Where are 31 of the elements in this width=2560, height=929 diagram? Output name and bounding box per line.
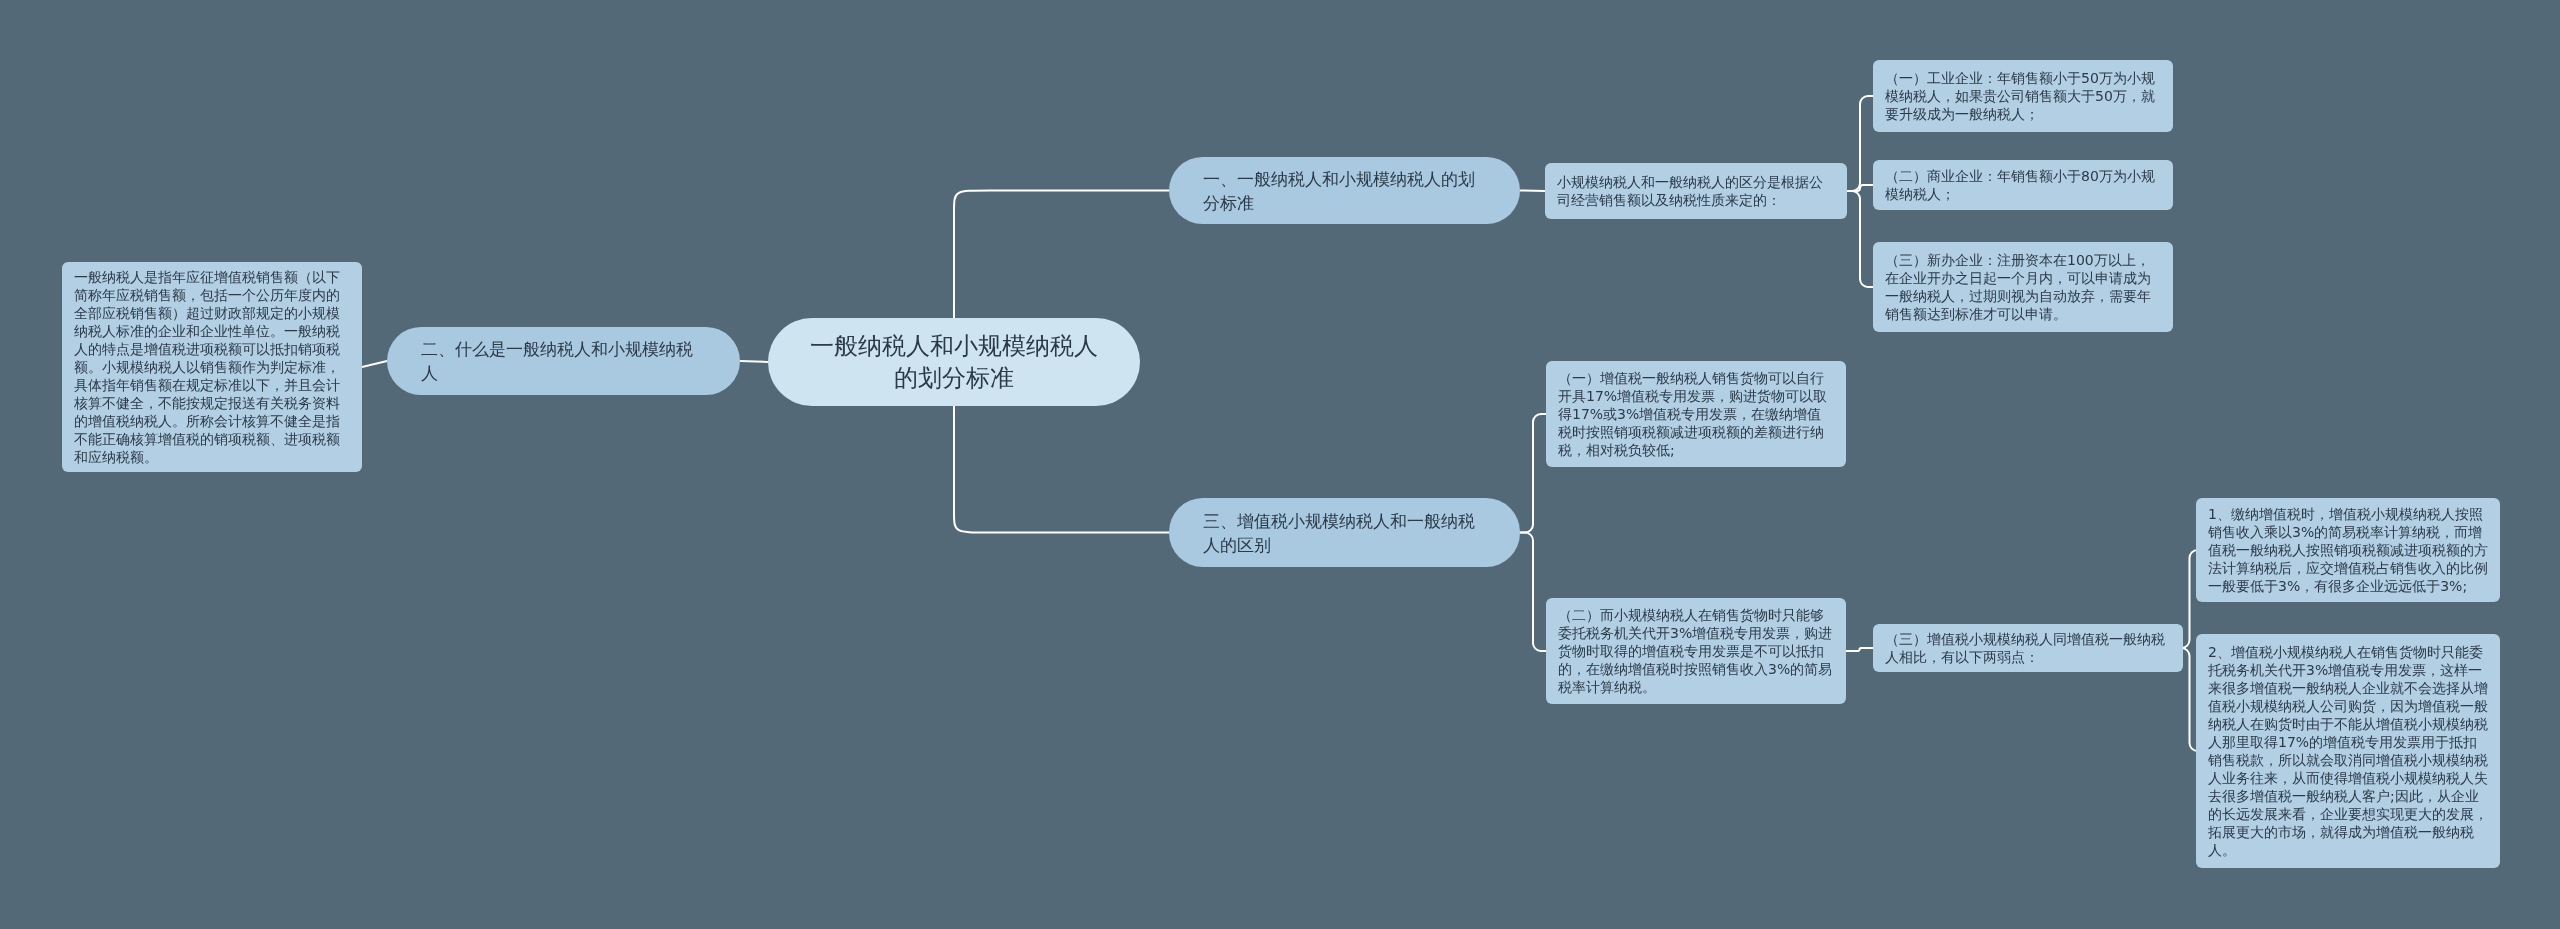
topic-text: （二）商业企业：年销售额小于80万为小规模纳税人； [1885,167,2156,203]
connector-line [1846,190,1874,288]
connector-line [953,405,1170,534]
topic-text: 一般纳税人是指年应征增值税销售额（以下简称年应税销售额，包括一个公历年度内的全部应税销售额）超过财政部规定的小规模纳税人标准的企业和企业性单位。一般纳税人的特点是增值税进项税额可以抵扣销项税额。小规模纳税人以销售额作为判定标准，具体指年销售额在规定标准以下，并且会计核算不健全，不能按规定报送有关税务资料的增值税纳税人。所称会计核算不健全是指不能正确核算增值税的销项税额、进项税额和应纳税额。 [74,268,341,466]
detail-card [1546,598,1846,704]
topic-text: 2、增值税小规模纳税人在销售货物时只能委托税务机关代开3%增值税专用发票，这样一来很多增值税一般纳税人企业就不会选择从增值税小规模纳税人公司购货，因为增值税一般纳税人在购货时由于不能从增值税小规模纳税人那里取得17%的增值税专用发票用于抵扣销售税款，所以就会取消同增值税小规模纳税人业务往来，从而使得增值税小规模纳税人失去很多增值税一般纳税人客户;因此，从企业的长远发展来看，企业要想实现更大的发展，拓展更大的市场，就得成为增值税一般纳税人。 [2208,643,2488,859]
connector-line [1519,531,1547,652]
connector-line [361,360,388,368]
topic-text: 二、什么是一般纳税人和小规模纳税人 [421,338,694,385]
topic-text: 一、一般纳税人和小规模纳税人的划分标准 [1203,167,1476,215]
detail-card [1873,624,2183,672]
detail-card [1873,160,2173,210]
topic-text: （三）新办企业：注册资本在100万以上，在企业开办之日起一个月内，可以申请成为一般纳税人，过期则视为自动放弃，需要年销售额达到标准才可以申请。 [1885,251,2152,323]
topic-text: （一）工业企业：年销售额小于50万为小规模纳税人，如果贵公司销售额大于50万，就要升级成为一般纳税人； [1885,69,2156,123]
connector-line [1845,647,1874,652]
topic-text: （一）增值税一般纳税人销售货物可以自行开具17%增值税专用发票，购进货物可以取得17%或3%增值税专用发票，在缴纳增值税时按照销项税额减进项税额的差额进行纳税，相对税负较低; [1558,369,1829,459]
topic-text: 一般纳税人和小规模纳税人的划分标准 [809,331,1099,394]
topic-text: 三、增值税小规模纳税人和一般纳税人的区别 [1203,509,1476,557]
detail-card [1873,242,2173,332]
connector-line [739,360,769,363]
connector-line [1519,189,1546,192]
detail-card [1873,60,2173,132]
topic-text: （二）而小规模纳税人在销售货物时只能够委托税务机关代开3%增值税专用发票，购进货物时取得的增值税专用发票是不可以抵扣的，在缴纳增值税时按照销售收入3%的简易税率计算纳税。 [1558,606,1834,696]
topic-text: 1、缴纳增值税时，增值税小规模纳税人按照销售收入乘以3%的简易税率计算纳税，而增值税一般纳税人按照销项税额减进项税额的方法计算纳税后，应交增值税占销售收入的比例一般要低于3%，有很多企业远远低于3%; [2208,505,2488,595]
detail-card [1545,163,1847,219]
detail-card [1546,361,1846,467]
connector-line [953,189,1170,319]
topic-text: （三）增值税小规模纳税人同增值税一般纳税人相比，有以下两弱点： [1885,630,2166,666]
topic-text: 小规模纳税人和一般纳税人的区分是根据公司经营销售额以及纳税性质来定的： [1557,173,1824,209]
detail-card [2196,498,2500,602]
detail-card [62,262,362,472]
